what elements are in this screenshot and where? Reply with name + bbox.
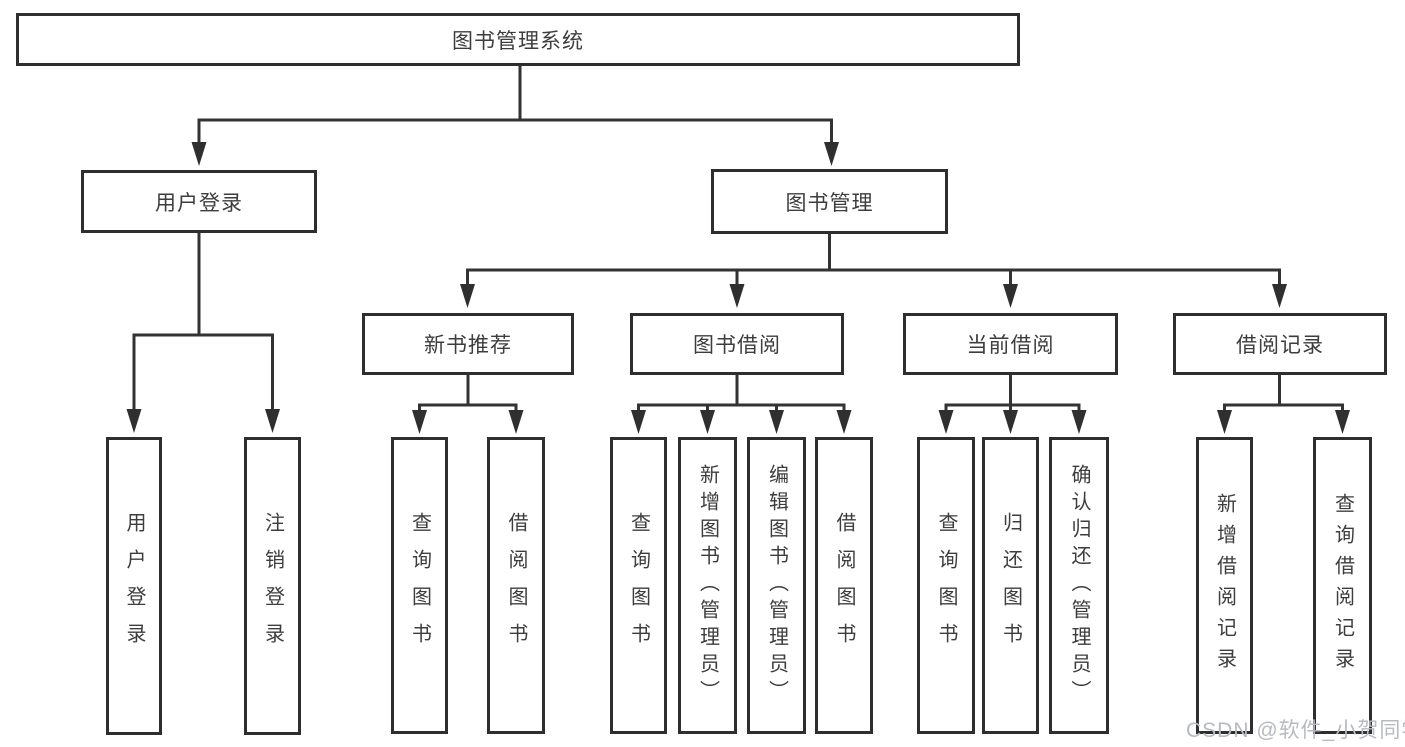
node-edit-books-admin: 编辑图书（管理员） — [747, 437, 806, 734]
node-label: 图书管理 — [785, 191, 874, 215]
node-label: 新书推荐 — [424, 334, 512, 357]
node-borrow-books-1: 借阅图书 — [487, 437, 545, 734]
node-new-book-recommendation: 新书推荐 — [362, 313, 574, 375]
node-library-management-system: 图书管理系统 — [16, 13, 1020, 66]
node-label: 新增借阅记录 — [1213, 492, 1236, 679]
node-label: 新增图书（管理员） — [696, 464, 719, 707]
node-label: 注销登录 — [261, 512, 284, 660]
node-current-borrowing: 当前借阅 — [903, 313, 1118, 375]
node-logout: 注销登录 — [244, 437, 301, 735]
node-label: 图书借阅 — [693, 334, 781, 357]
node-add-books-admin: 新增图书（管理员） — [678, 437, 737, 734]
node-label: 当前借阅 — [966, 334, 1055, 357]
node-query-books-1: 查询图书 — [391, 437, 448, 734]
node-query-books-2: 查询图书 — [610, 437, 667, 734]
node-book-borrowing: 图书借阅 — [630, 313, 844, 375]
node-borrowing-records: 借阅记录 — [1173, 313, 1387, 375]
node-label: 查询借阅记录 — [1331, 492, 1354, 679]
node-label: 借阅图书 — [833, 511, 855, 660]
node-confirm-return-admin: 确认归还（管理员） — [1049, 437, 1109, 734]
node-label: 编辑图书（管理员） — [765, 464, 788, 707]
node-label: 查询图书 — [935, 511, 957, 660]
node-label: 查询图书 — [627, 511, 650, 660]
csdn-watermark: CSDN @软件_小贺同学 — [1186, 719, 1405, 742]
node-user-login-group: 用户登录 — [81, 170, 317, 233]
node-label: 查询图书 — [408, 511, 431, 660]
node-label: 借阅记录 — [1236, 334, 1324, 357]
node-borrow-books-2: 借阅图书 — [815, 437, 873, 734]
node-user-login: 用户登录 — [106, 437, 162, 735]
node-return-books: 归还图书 — [982, 437, 1039, 734]
node-query-books-3: 查询图书 — [917, 437, 975, 734]
node-label: 用户登录 — [155, 191, 243, 215]
node-label: 归还图书 — [999, 511, 1022, 660]
node-label: 确认归还（管理员） — [1068, 464, 1090, 707]
node-label: 借阅图书 — [505, 511, 527, 660]
node-add-borrow-record: 新增借阅记录 — [1196, 437, 1253, 734]
node-label: 用户登录 — [123, 512, 145, 660]
node-label: 图书管理系统 — [452, 29, 584, 53]
node-book-management: 图书管理 — [711, 169, 948, 234]
node-query-borrow-record: 查询借阅记录 — [1313, 437, 1372, 734]
